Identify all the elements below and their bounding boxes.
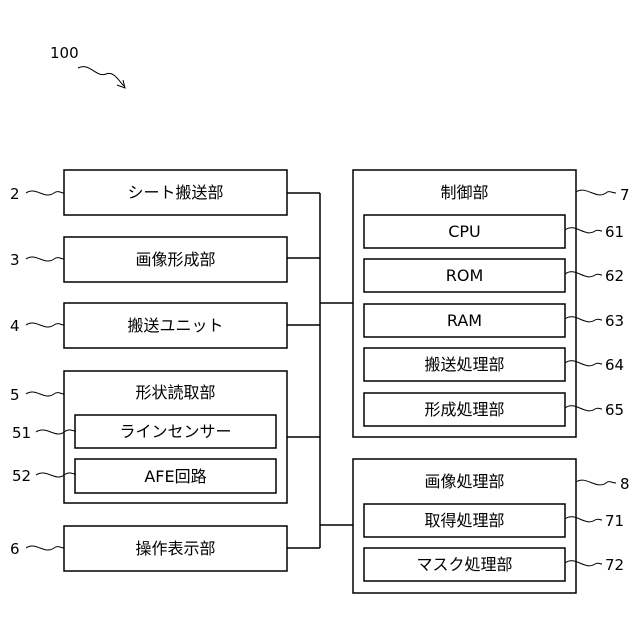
leader-4 [26,323,64,327]
block-afe-circuit-label: AFE回路 [144,467,206,486]
block-line-sensor-label: ラインセンサー [119,422,231,441]
ref-3: 3 [10,251,20,269]
block-sheet-conveyance-label: シート搬送部 [127,183,223,202]
ref-63: 63 [605,312,624,330]
block-cpu-label: CPU [448,222,481,241]
ref-4: 4 [10,317,20,335]
diagram-number-arrowhead-icon [117,80,125,88]
ref-65: 65 [605,401,624,419]
leader-5 [26,392,64,396]
block-shape-reading-label: 形状読取部 [135,383,215,402]
block-control-label: 制御部 [440,183,488,202]
diagram-number: 100 [50,44,79,62]
block-image-forming-label: 画像形成部 [135,250,215,269]
ref-72: 72 [605,556,624,574]
block-mask-processing-label: マスク処理部 [416,555,512,574]
block-image-forming: 画像形成部 [64,237,287,282]
ref-5: 5 [10,386,20,404]
ref-71: 71 [605,512,624,530]
ref-61: 61 [605,223,624,241]
ref-7: 7 [620,186,630,204]
block-rom-label: ROM [446,266,484,285]
block-forming-processing-label: 形成処理部 [424,400,504,419]
ref-62: 62 [605,267,624,285]
ref-51: 51 [12,424,31,442]
block-shape-reading: 形状読取部 ラインセンサー AFE回路 [64,371,287,503]
block-conveyance-processing-label: 搬送処理部 [424,355,504,374]
block-sheet-conveyance: シート搬送部 [64,170,287,215]
block-operation-display: 操作表示部 [64,526,287,571]
ref-6: 6 [10,540,20,558]
block-conveyance-unit: 搬送ユニット [64,303,287,348]
ref-52: 52 [12,467,31,485]
block-image-processing: 画像処理部 取得処理部 マスク処理部 [353,459,576,593]
leader-6 [26,546,64,550]
leader-2 [26,191,64,195]
diagram-number-leader-icon [78,67,124,86]
block-operation-display-label: 操作表示部 [135,539,215,558]
leader-3 [26,257,64,261]
leader-8 [576,480,616,485]
block-conveyance-unit-label: 搬送ユニット [127,316,223,335]
block-control: 制御部 CPU ROM RAM 搬送処理部 形成処理部 [353,170,576,437]
block-ram-label: RAM [447,311,482,330]
ref-8: 8 [620,475,630,493]
ref-64: 64 [605,356,624,374]
leader-7 [576,190,616,195]
block-acquisition-processing-label: 取得処理部 [424,511,504,530]
block-image-processing-label: 画像処理部 [424,472,504,491]
ref-2: 2 [10,185,20,203]
